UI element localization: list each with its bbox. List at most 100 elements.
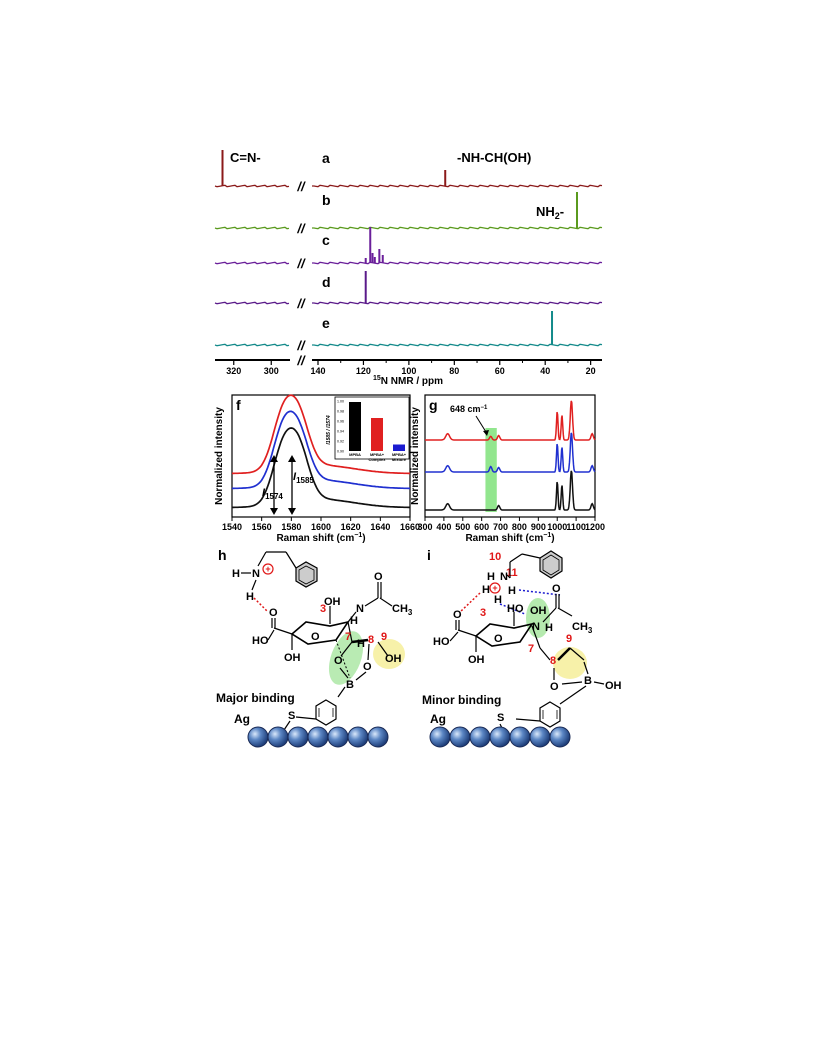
ag-surface-label-h: Ag	[234, 712, 250, 726]
imine-annotation: C=N-	[230, 150, 261, 165]
panel-label-a: a	[322, 150, 330, 166]
svg-text:O: O	[494, 633, 503, 645]
nmr-trace-d	[214, 271, 603, 305]
svg-text:H: H	[482, 584, 490, 596]
panel-g-tick-label: 700	[493, 522, 508, 532]
svg-text:OH: OH	[468, 654, 485, 666]
nmr-tick-label: 120	[356, 366, 371, 376]
inset-y-label: I1585 / I1574	[326, 415, 332, 444]
silver-atom-icon	[327, 726, 349, 748]
svg-text:O: O	[311, 631, 320, 643]
panel-f-x-label: Raman shift (cm−1)	[276, 532, 365, 544]
h-bond-red	[253, 597, 269, 613]
i1585-label: I1585	[293, 471, 314, 485]
panel-label-g: g	[429, 397, 438, 413]
major-binding-caption: Major binding	[216, 691, 295, 705]
panel-label-c: c	[322, 232, 330, 248]
boron-atom: B	[584, 675, 592, 687]
boron-atom: B	[346, 679, 354, 691]
svg-text:O: O	[374, 571, 383, 583]
silver-atom-icon	[367, 726, 389, 748]
silver-atom-icon	[449, 726, 471, 748]
svg-text:H: H	[357, 638, 365, 650]
svg-text:HO: HO	[507, 603, 524, 615]
ratio-inset-chart: 1.000.980.960.940.920.90 I1585 / I1574 M…	[326, 396, 410, 462]
panel-g-tick-label: 400	[436, 522, 451, 532]
svg-text:N: N	[356, 603, 364, 615]
svg-text:7: 7	[345, 631, 351, 643]
i1574-label: I1574	[262, 487, 283, 501]
panel-label-h: h	[218, 547, 227, 563]
panel-f-tick-label: 1620	[341, 522, 361, 532]
svg-text:H: H	[545, 622, 553, 634]
nmr-tick-label: 100	[401, 366, 416, 376]
ag-surface-label-i: Ag	[430, 712, 446, 726]
svg-text:S: S	[288, 710, 295, 722]
phenyl-ring-icon	[539, 550, 563, 579]
inset-category-label: MPBA	[349, 452, 361, 457]
h-bond-blue-2	[499, 603, 526, 615]
silver-atom-icon	[429, 726, 451, 748]
nmr-traces	[214, 150, 603, 347]
yellow-highlight	[553, 647, 587, 679]
amine-annotation: NH2-	[536, 204, 564, 221]
silver-atom-icon	[267, 726, 289, 748]
panel-g-tick-label: 1100	[566, 522, 586, 532]
silver-atom-icon	[549, 726, 571, 748]
panel-h-major-binding: h H N + H O HO O OH 3 OH N	[216, 547, 413, 748]
svg-text:9: 9	[381, 631, 387, 643]
silver-atom-icon	[529, 726, 551, 748]
svg-text:N: N	[500, 571, 508, 583]
hemiaminal-annotation: -NH-CH(OH)	[457, 150, 531, 165]
svg-text:9: 9	[566, 633, 572, 645]
inset-tick-label: 1.00	[337, 400, 344, 404]
amine-h-left: H	[232, 568, 240, 580]
svg-text:11: 11	[506, 567, 518, 579]
nmr-tick-label: 40	[540, 366, 550, 376]
svg-text:CH3: CH3	[392, 603, 413, 617]
inset-category-label: MPBA+	[370, 452, 385, 457]
axis-break-marks: ////////////	[296, 179, 306, 368]
nmr-tick-label: 320	[226, 366, 241, 376]
raman-f-spectrum-2	[232, 427, 410, 509]
silver-atom-icon	[287, 726, 309, 748]
silver-atom-icon	[509, 726, 531, 748]
h-bond-red	[459, 592, 481, 613]
panel-g-tick-label: 500	[455, 522, 470, 532]
silver-atom-icon	[489, 726, 511, 748]
benzene-ring-icon	[539, 701, 561, 728]
silver-atom-icon	[247, 726, 269, 748]
inset-bar-1	[371, 418, 383, 451]
panel-g-spectra	[425, 400, 596, 511]
amine-n: N	[252, 568, 260, 580]
inset-category-label: MPBA+	[392, 452, 407, 457]
inset-tick-label: 0.90	[337, 450, 344, 454]
panel-f-tick-label: 1540	[222, 522, 242, 532]
svg-text:O: O	[550, 681, 559, 693]
break-mark-e: //	[296, 338, 306, 353]
svg-text:H: H	[508, 585, 516, 597]
svg-text:HO: HO	[433, 636, 450, 648]
panel-f-y-label: Normalized intensity	[214, 407, 225, 505]
inset-category-label: Mixture	[392, 457, 407, 462]
svg-text:S: S	[497, 712, 504, 724]
svg-text:8: 8	[368, 634, 374, 646]
panel-g-tick-label: 600	[474, 522, 489, 532]
648-annotation: 648 cm−1	[450, 404, 488, 414]
silver-surface-i	[429, 726, 571, 748]
panel-f-tick-label: 1660	[400, 522, 420, 532]
svg-text:O: O	[334, 655, 343, 667]
raman-f-spectrum-1	[232, 410, 410, 490]
svg-text:OH: OH	[530, 605, 547, 617]
raman-g-spectrum-2	[425, 470, 596, 511]
inset-tick-label: 0.94	[337, 430, 344, 434]
svg-text:3: 3	[480, 607, 486, 619]
svg-text:+: +	[265, 564, 270, 574]
panel-label-e: e	[322, 315, 330, 331]
nmr-trace-e	[214, 311, 603, 347]
nmr-trace-c	[214, 227, 603, 265]
positive-charge-icon	[489, 582, 501, 594]
